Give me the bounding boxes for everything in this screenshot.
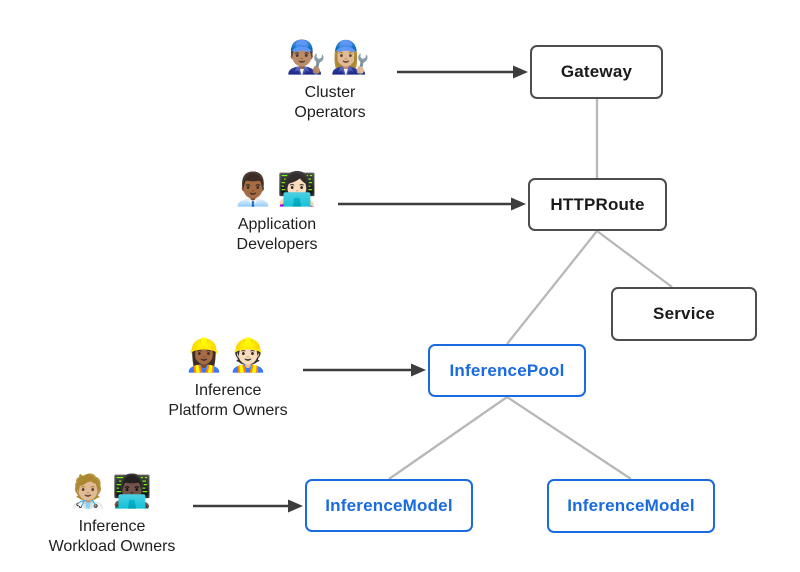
application-developers-actor: 👨🏾‍💼👩🏻‍💻 Application Developers xyxy=(233,166,321,255)
gateway-node: Gateway xyxy=(530,45,663,99)
edge-httproute-inferencepool xyxy=(506,230,598,345)
arrow-cluster-operators-to-gateway xyxy=(397,65,528,79)
cluster-operators-actor: 👨🏽‍🔧👩🏼‍🔧 Cluster Operators xyxy=(286,34,374,123)
cluster-operators-label: Cluster Operators xyxy=(294,84,366,121)
inferencemodel-right-node-label: InferenceModel xyxy=(567,496,695,515)
inference-workload-owners-label: Inference Workload Owners xyxy=(48,518,176,555)
arrow-application-developers-to-httproute xyxy=(338,197,526,211)
service-node-label: Service xyxy=(653,304,715,323)
httproute-node: HTTPRoute xyxy=(528,178,667,231)
health-worker-technologist-emoji-icon: 🧑🏼‍⚕️👨🏿‍💻 xyxy=(68,473,156,509)
inferencemodel-right-node: InferenceModel xyxy=(547,479,715,533)
inferencepool-node-label: InferencePool xyxy=(449,360,565,380)
inferencemodel-left-node: InferenceModel xyxy=(305,479,473,532)
application-developers-label: Application Developers xyxy=(236,216,318,253)
construction-workers-emoji-icon: 👷🏾‍♀️👷🏻 xyxy=(184,337,272,373)
mechanics-emoji-icon: 👨🏽‍🔧👩🏼‍🔧 xyxy=(286,39,374,75)
edge-inferencepool-inferencemodel-left xyxy=(388,396,508,480)
gateway-node-label: Gateway xyxy=(560,62,633,81)
office-worker-technologist-emoji-icon: 👨🏾‍💼👩🏻‍💻 xyxy=(233,171,321,207)
edge-inferencepool-inferencemodel-right xyxy=(506,396,632,480)
inference-platform-owners-actor: 👷🏾‍♀️👷🏻 Inference Platform Owners xyxy=(168,332,287,421)
inferencemodel-left-node-label: InferenceModel xyxy=(325,495,453,515)
inference-workload-owners-actor: 🧑🏼‍⚕️👨🏿‍💻 Inference Workload Owners xyxy=(49,468,176,557)
httproute-node-label: HTTPRoute xyxy=(550,194,645,214)
inference-platform-owners-label: Inference Platform Owners xyxy=(168,382,288,419)
edge-httproute-service xyxy=(596,230,673,288)
inferencepool-node: InferencePool xyxy=(428,344,586,397)
arrow-inference-workload-owners-to-inferencemodel xyxy=(193,499,303,513)
service-node: Service xyxy=(611,287,757,341)
arrow-inference-platform-owners-to-inferencepool xyxy=(303,363,426,377)
